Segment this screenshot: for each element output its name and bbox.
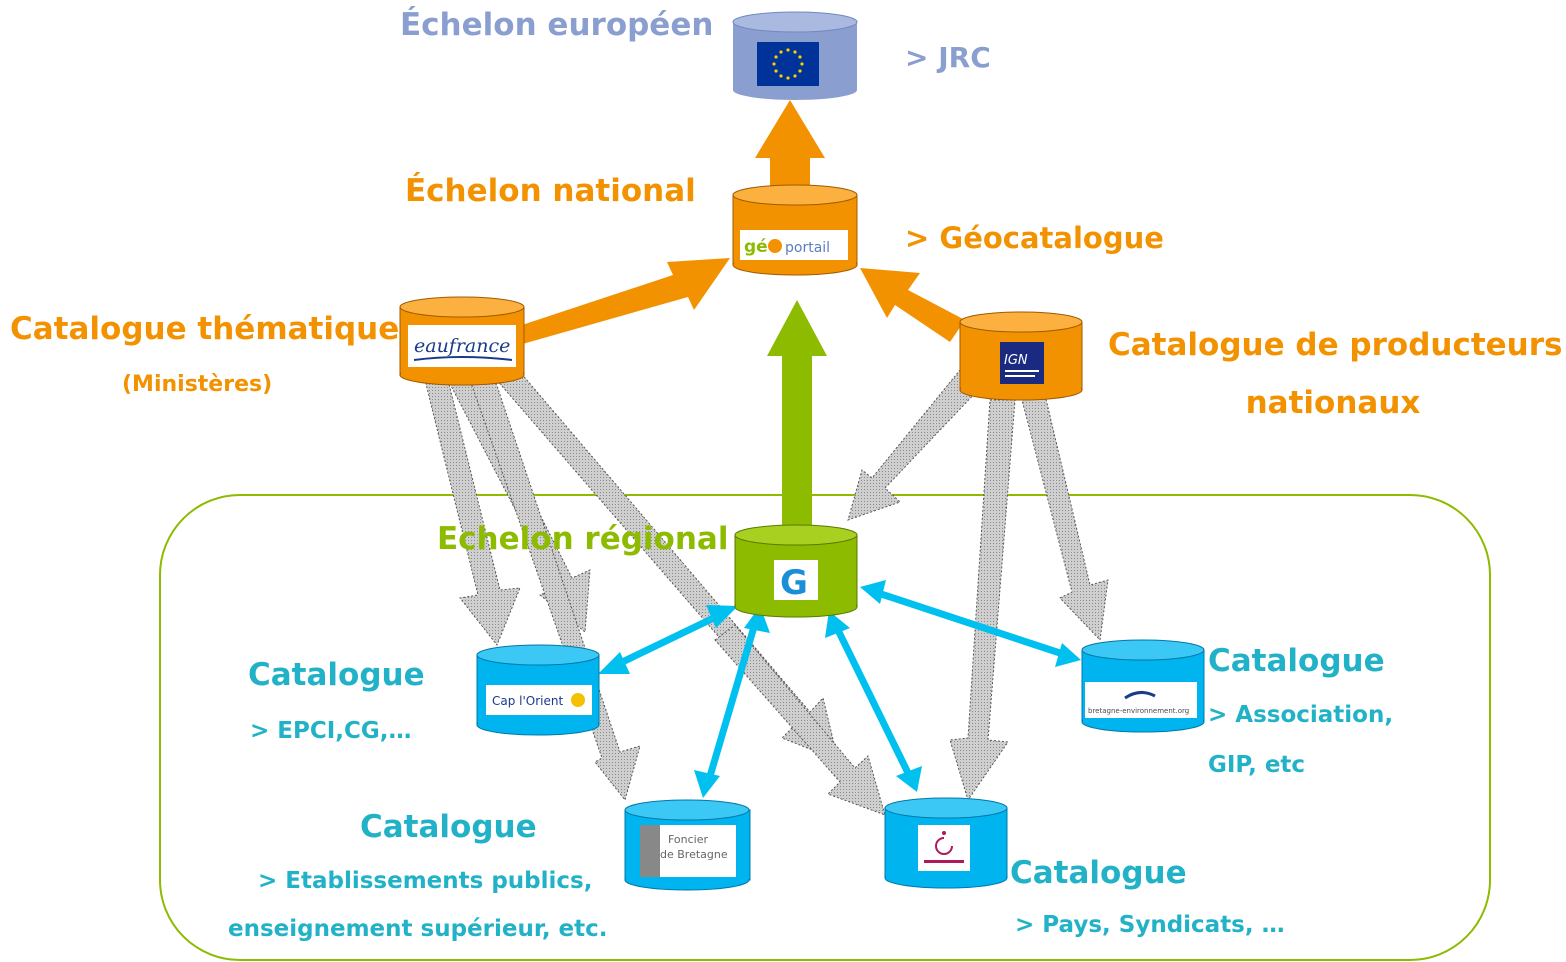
gray-arrow-ign-pays [949,399,1016,802]
pays-logo [918,825,970,871]
ign-logo-text: IGN [1004,353,1028,368]
caporient-logo: Cap l'Orient [486,685,592,715]
pays-catalogue-title: Catalogue [1010,855,1187,891]
foncier-logo-line1: Foncier [668,833,709,846]
geoportail-logo-part1: gé [744,237,768,257]
gray-arrow-eaufrance-caporient [424,379,521,646]
epci-catalogue-sub: > EPCI,CG,… [250,718,412,744]
european-cylinder [732,11,858,100]
regional-frame [159,494,1491,961]
geobretagne-logo-text: G [780,563,808,603]
producers-cylinder: IGN [959,311,1083,401]
pays-cylinder [884,797,1008,889]
geoportail-logo: gé portail [740,230,848,260]
national-level-sub: > Géocatalogue [905,221,1164,255]
association-catalogue-sub-1: > Association, [1208,702,1394,728]
bretagne-environnement-logo: bretagne-environnement.org [1085,682,1197,718]
foncier-logo-line2: de Bretagne [660,848,728,861]
association-catalogue-title: Catalogue [1208,643,1385,679]
etablissements-catalogue-sub-1: > Etablissements publics, [258,868,593,894]
geobretagne-logo: G [774,560,818,603]
green-arrow-regional-national [767,300,827,527]
association-catalogue-sub-2: GIP, etc [1208,752,1306,778]
thematic-catalogue-title: Catalogue thématique [10,311,400,347]
cyan-arrows [598,580,1081,798]
orange-arrows [512,100,965,347]
geoportail-logo-part2: portail [785,240,830,256]
eu-flag-icon [757,42,819,86]
national-level-title: Échelon national [405,173,696,209]
foncier-bretagne-logo: Foncier de Bretagne [640,825,736,877]
gray-arrow-regional-pays [714,624,886,816]
national-cylinder: gé portail [732,184,858,276]
etablissements-catalogue-sub-2: enseignement supérieur, etc. [228,916,608,942]
thematic-catalogue-sub: (Ministères) [122,372,273,397]
producers-catalogue-title-1: Catalogue de producteurs [1108,327,1563,363]
etablissements-cylinder: Foncier de Bretagne [624,799,751,891]
gray-arrow-ign-regional [847,369,979,521]
epci-cylinder: Cap l'Orient [476,644,600,736]
epci-catalogue-title: Catalogue [248,657,425,693]
orange-arrow-ign-national [860,268,965,342]
etablissements-catalogue-title: Catalogue [360,809,537,845]
thematic-cylinder: eaufrance [399,296,525,386]
european-level-sub: > JRC [905,41,991,74]
orange-arrow-eaufrance-national [512,258,730,347]
producers-catalogue-title-2: nationaux [1245,385,1421,421]
pays-catalogue-sub: > Pays, Syndicats, … [1015,912,1285,938]
regional-level-title: Echelon régional [437,521,729,557]
association-cylinder: bretagne-environnement.org [1081,639,1205,733]
bretagne-env-logo-text: bretagne-environnement.org [1088,707,1189,715]
european-level-title: Échelon européen [400,7,714,43]
gray-arrow-ign-association [1021,394,1109,642]
caporient-logo-text: Cap l'Orient [492,694,563,708]
regional-cylinder: G [734,524,858,618]
eaufrance-logo: eaufrance [408,325,516,367]
ign-logo: IGN [1000,342,1044,384]
eaufrance-logo-text: eaufrance [414,335,510,357]
orange-arrow-national-european [755,100,825,195]
